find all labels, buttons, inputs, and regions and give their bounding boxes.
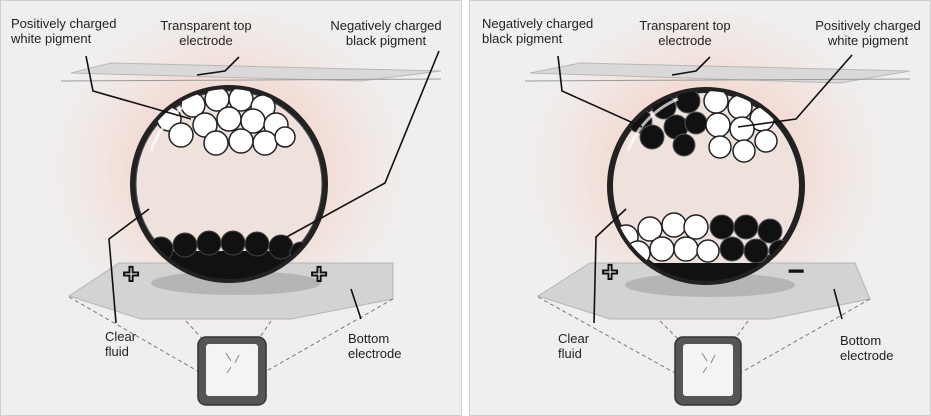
white-pigment-cluster (156, 89, 296, 156)
right-illustration: + − (470, 1, 930, 415)
minus-sign-icon: − (787, 255, 805, 288)
plus-sign-icon: + (602, 256, 618, 287)
capsule-shadow (625, 273, 795, 297)
top-electrode-plane (70, 62, 442, 82)
tablet-device-icon (674, 336, 742, 406)
plus-sign-icon: + (311, 258, 327, 289)
tablet-device-icon (197, 336, 267, 406)
top-electrode-edge (60, 78, 442, 82)
left-illustration: + + (1, 1, 461, 415)
leader-lines (557, 54, 853, 324)
capsule-shadow (151, 271, 321, 295)
plus-sign-icon: + (123, 258, 139, 289)
leader-lines (85, 50, 440, 324)
top-electrode-edge (524, 78, 911, 82)
microcapsule (607, 87, 805, 285)
